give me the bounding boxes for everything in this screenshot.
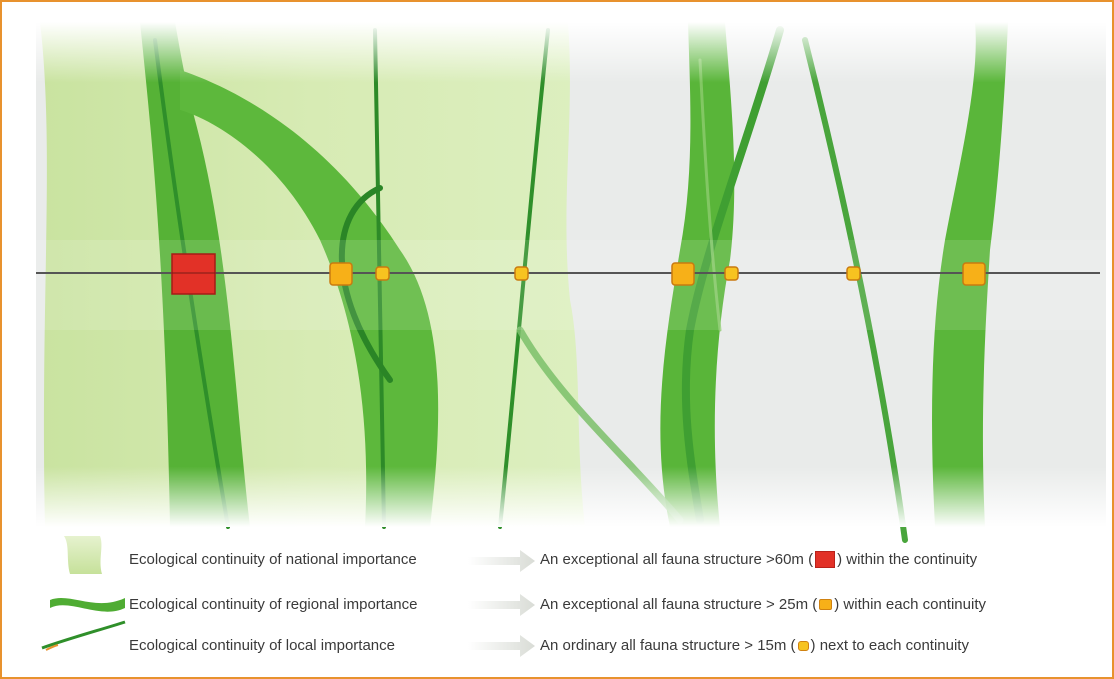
- legend-national-text: Ecological continuity of national import…: [129, 551, 417, 568]
- legend-small-square-icon: [797, 640, 809, 651]
- legend-regional-text: Ecological continuity of regional import…: [129, 596, 418, 613]
- legend-local-text: Ecological continuity of local importanc…: [129, 637, 395, 654]
- structure-ordinary-3: [724, 266, 739, 281]
- legend-regional-swatch: [50, 598, 125, 612]
- legend-orange-square-icon: [819, 599, 833, 610]
- legend-local-swatch: [41, 620, 126, 650]
- structure-exceptional-2: [671, 262, 695, 286]
- legend-small-structure-post: ) next to each continuity: [810, 637, 969, 654]
- legend-arrow-1: [468, 550, 535, 572]
- legend-regional-label: Ecological continuity of regional import…: [129, 596, 418, 613]
- legend-medium-structure-post: ) within each continuity: [834, 596, 986, 613]
- legend-large-structure-pre: An exceptional all fauna structure >60m …: [540, 551, 814, 568]
- legend-small-structure: An ordinary all fauna structure > 15m ( …: [540, 637, 969, 654]
- legend-medium-structure-pre: An exceptional all fauna structure > 25m…: [540, 596, 818, 613]
- structure-exceptional-large: [171, 253, 216, 295]
- structure-ordinary-1: [375, 266, 390, 281]
- legend-large-structure: An exceptional all fauna structure >60m …: [540, 551, 977, 568]
- structure-ordinary-4: [846, 266, 861, 281]
- legend-arrow-3: [468, 635, 535, 657]
- legend-national-label: Ecological continuity of national import…: [129, 551, 417, 568]
- structure-exceptional-1: [329, 262, 353, 286]
- legend-red-square-icon: [815, 551, 836, 568]
- legend-local-accent: [45, 644, 59, 651]
- legend-arrow-2: [468, 594, 535, 616]
- legend-medium-structure: An exceptional all fauna structure > 25m…: [540, 596, 986, 613]
- crossing-structures: [171, 253, 986, 295]
- structure-exceptional-3: [962, 262, 986, 286]
- legend-large-structure-post: ) within the continuity: [837, 551, 978, 568]
- legend-symbols: [41, 536, 535, 657]
- legend-small-structure-pre: An ordinary all fauna structure > 15m (: [540, 637, 796, 654]
- structure-ordinary-2: [514, 266, 529, 281]
- legend-local-label: Ecological continuity of local importanc…: [129, 637, 395, 654]
- legend-national-swatch: [64, 536, 102, 574]
